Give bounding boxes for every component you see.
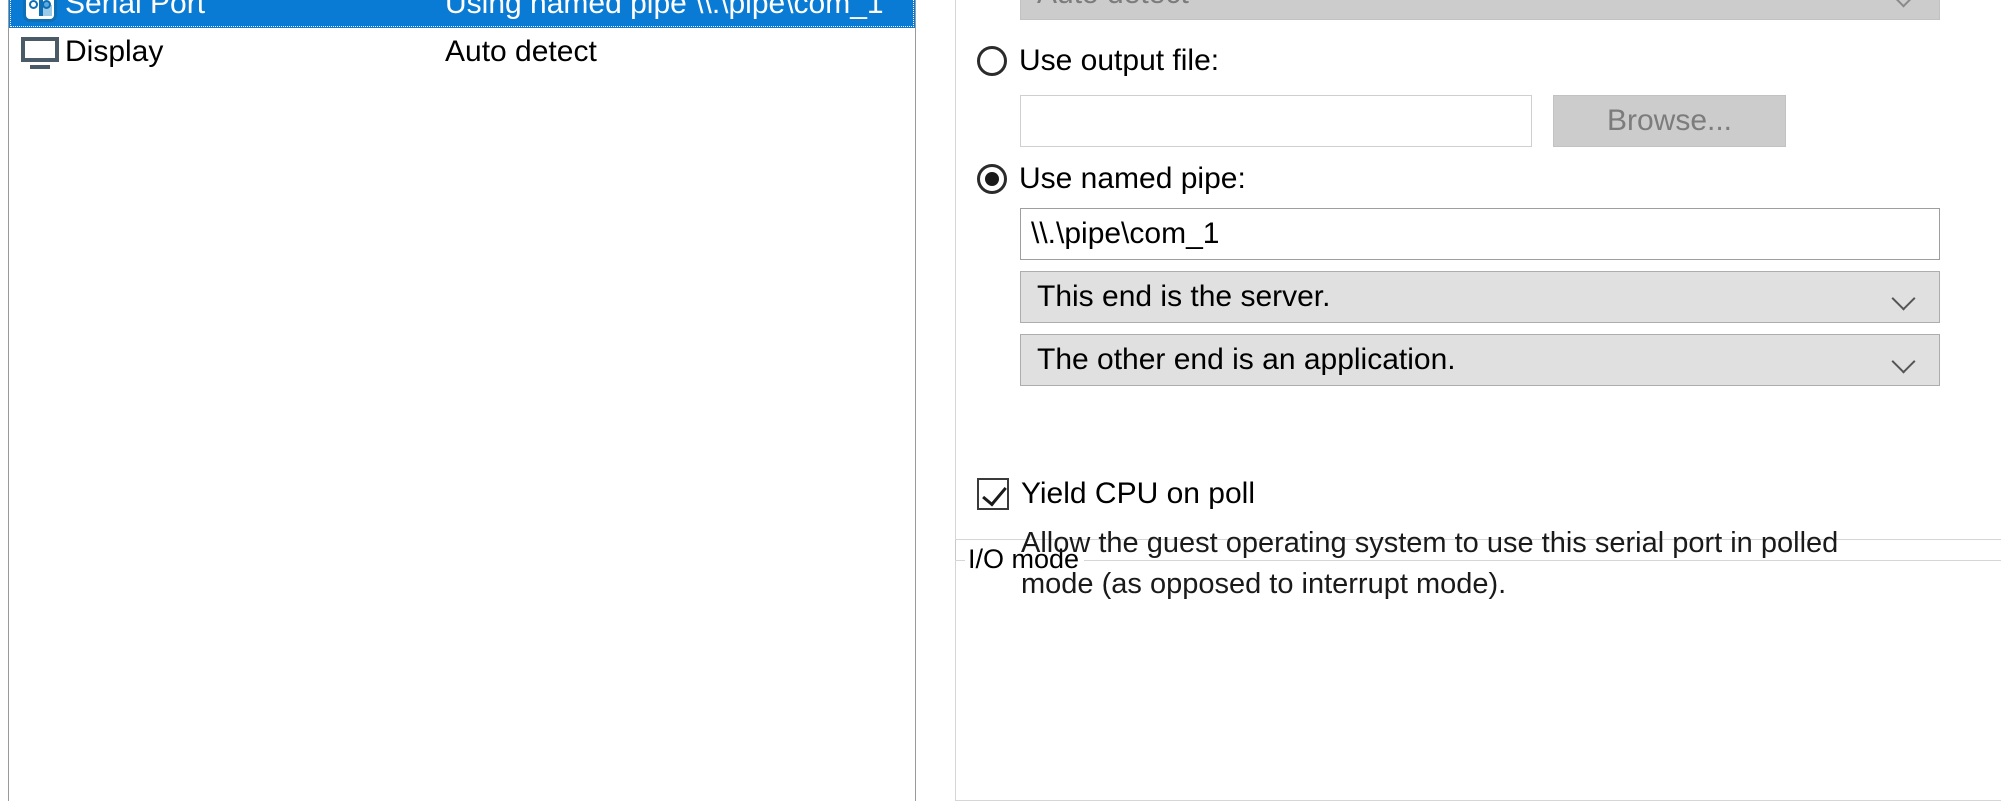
groupbox-border (955, 0, 2001, 540)
device-list[interactable]: Serial Port Using named pipe \\.\pipe\co… (8, 0, 916, 801)
use-output-file-label: Use output file: (1019, 44, 1220, 77)
chevron-down-icon (1879, 335, 1939, 385)
device-row-serial-port[interactable]: Serial Port Using named pipe \\.\pipe\co… (9, 0, 915, 28)
browse-button[interactable]: Browse... (1553, 95, 1786, 147)
pipe-other-end-combo[interactable]: The other end is an application. (1020, 334, 1940, 386)
device-name: Display (65, 35, 164, 68)
display-icon (19, 32, 59, 72)
io-mode-title: I/O mode (965, 544, 1085, 575)
device-name: Serial Port (65, 0, 206, 20)
yield-cpu-checkbox[interactable] (977, 478, 1009, 510)
device-summary: Auto detect (445, 35, 597, 68)
serial-port-icon (19, 0, 59, 24)
connection-groupbox (955, 0, 2001, 540)
use-named-pipe-radio[interactable] (977, 164, 1007, 194)
named-pipe-value: \\.\pipe\com_1 (1031, 217, 1220, 250)
pipe-other-end-value: The other end is an application. (1037, 343, 1456, 376)
use-named-pipe-radio-row[interactable]: Use named pipe: (977, 162, 1246, 196)
serial-device-combo-value: Auto detect (1021, 0, 1879, 11)
io-mode-description: Allow the guest operating system to use … (1021, 527, 1839, 600)
browse-button-label: Browse... (1606, 104, 1733, 137)
yield-cpu-checkbox-row[interactable]: Yield CPU on poll (977, 477, 1255, 511)
device-summary: Using named pipe \\.\pipe\com_1 (445, 0, 884, 20)
named-pipe-input[interactable]: \\.\pipe\com_1 (1020, 208, 1940, 260)
use-output-file-radio[interactable] (977, 46, 1007, 76)
serial-device-combo[interactable]: Auto detect (1020, 0, 1940, 20)
chevron-down-icon (1879, 0, 1939, 19)
use-output-file-radio-row[interactable]: Use output file: (977, 44, 1219, 78)
use-named-pipe-label: Use named pipe: (1019, 162, 1246, 195)
output-file-path-input[interactable] (1020, 95, 1532, 147)
yield-cpu-label: Yield CPU on poll (1021, 477, 1256, 510)
chevron-down-icon (1879, 272, 1939, 322)
settings-panel: Auto detect Use output file: Browse... U… (955, 0, 2001, 801)
device-row-display[interactable]: Display Auto detect (9, 28, 915, 76)
pipe-end-role-combo[interactable]: This end is the server. (1020, 271, 1940, 323)
pipe-end-role-value: This end is the server. (1037, 280, 1331, 313)
